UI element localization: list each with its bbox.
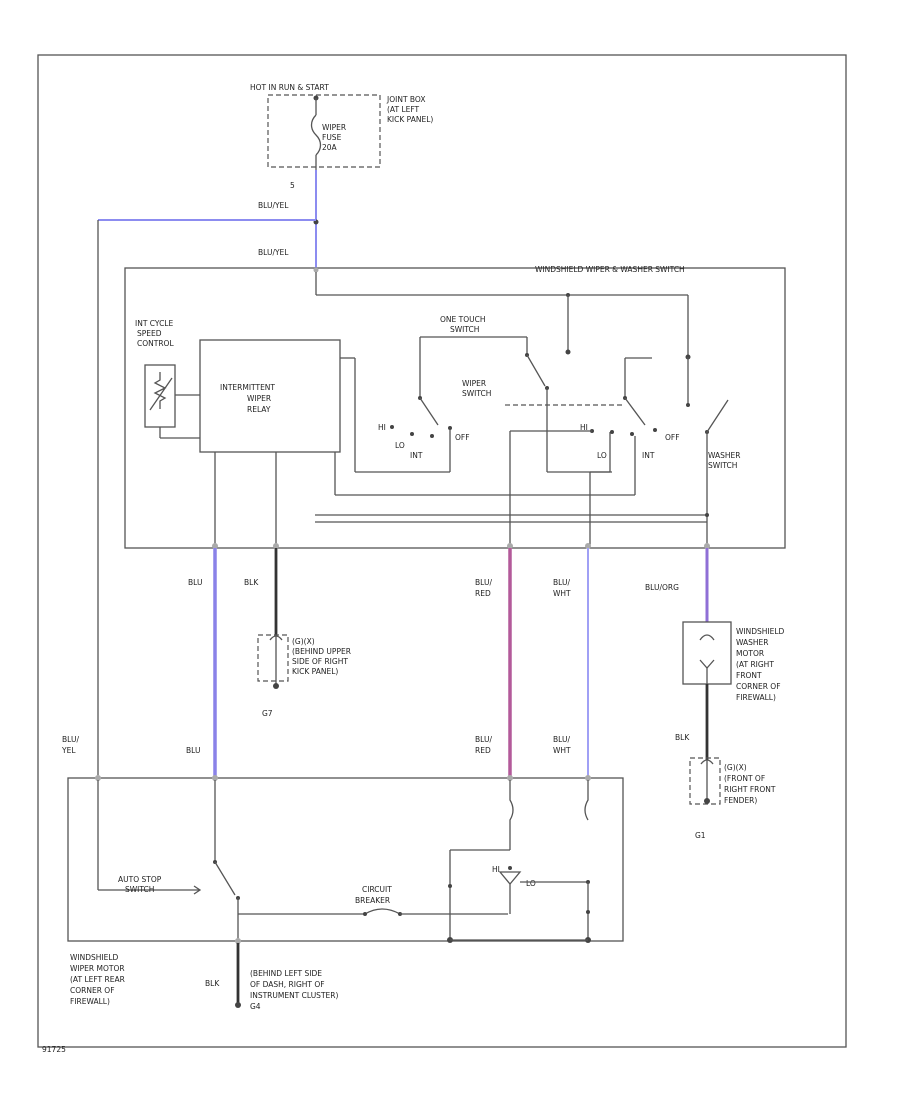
wiper-motor-box	[67, 777, 624, 942]
wire-label-blk-2: BLK	[675, 733, 690, 742]
washer-motor-label: WINDSHIELD WASHER MOTOR (AT RIGHT FRONT …	[736, 627, 787, 702]
int-label-2: INT	[642, 451, 655, 460]
one-touch-label: ONE TOUCH SWITCH	[440, 315, 488, 334]
hot-in-label: HOT IN RUN & START	[250, 83, 329, 92]
off-label-1: OFF	[455, 433, 470, 442]
ground-g7-id: G7	[262, 709, 273, 718]
int-cycle-label: INT CYCLE SPEED CONTROL	[135, 319, 176, 348]
fuse-icon	[310, 114, 322, 156]
washer-motor-icon	[699, 634, 715, 641]
hi-label-motor: HI	[492, 865, 500, 874]
switch-title: WINDSHIELD WIPER & WASHER SWITCH	[535, 265, 685, 274]
wire-label-blu-1: BLU	[188, 578, 202, 587]
circuit-breaker-label: CIRCUIT BREAKER	[355, 885, 394, 905]
auto-stop-switch-blade	[214, 861, 236, 896]
wire-label-blu-2: BLU	[186, 746, 200, 755]
wire-label-blu-red-1: BLU/ RED	[475, 578, 494, 598]
wiper-switch-blade-1	[419, 397, 439, 426]
diagram-frame	[37, 54, 847, 1048]
ground-g1-box	[689, 757, 721, 805]
washer-switch-label: WASHER SWITCH	[708, 451, 743, 470]
wire-label-blu-wht-2: BLU/ WHT	[553, 735, 572, 755]
wiper-motor-brush-icon	[498, 871, 522, 886]
wire-label-blu-yel-2: BLU/YEL	[258, 248, 289, 257]
ground-g4-label: (BEHIND LEFT SIDE OF DASH, RIGHT OF INST…	[250, 969, 341, 1011]
auto-stop-label: AUTO STOP SWITCH	[118, 875, 164, 894]
wire-label-blu-yel-3: BLU/ YEL	[61, 735, 81, 755]
wire-label-blu-yel-1: BLU/YEL	[258, 201, 289, 210]
fuse-pin-label: 5	[290, 181, 295, 190]
ground-g7-box	[257, 634, 289, 682]
hi-label-2: HI	[580, 423, 588, 432]
wire-label-blu-red-2: BLU/ RED	[475, 735, 494, 755]
auto-stop-arrow	[98, 885, 202, 895]
wire-label-blu-org: BLU/ORG	[645, 583, 679, 592]
intermittent-wiper-relay	[199, 339, 341, 453]
circuit-breaker-icon	[364, 908, 401, 915]
fuse-label: WIPER FUSE 20A	[322, 123, 349, 152]
lo-label-1: LO	[395, 441, 405, 450]
off-label-2: OFF	[665, 433, 680, 442]
int-label-1: INT	[410, 451, 423, 460]
joint-box-label: JOINT BOX (AT LEFT KICK PANEL)	[386, 95, 433, 124]
joint-box	[267, 94, 381, 168]
wire-label-blu-wht-1: BLU/ WHT	[553, 578, 572, 598]
wiper-motor-label: WINDSHIELD WIPER MOTOR (AT LEFT REAR COR…	[70, 953, 127, 1006]
ground-g1-id: G1	[695, 831, 706, 840]
washer-switch-blade	[706, 399, 729, 433]
lo-label-2: LO	[597, 451, 607, 460]
ground-g4-icon	[235, 1002, 241, 1008]
variable-resistor-icon	[149, 372, 173, 411]
figure-id: 91725	[42, 1045, 66, 1054]
relay-label: INTERMITTENT WIPER RELAY	[220, 383, 277, 414]
one-touch-switch-blade	[526, 354, 546, 387]
wire-label-blk-3: BLK	[205, 979, 220, 988]
hi-label-1: HI	[378, 423, 386, 432]
wiper-switch-label: WIPER SWITCH	[462, 379, 491, 398]
wiper-switch-blade-2	[624, 397, 646, 426]
wiper-washer-switch-box	[124, 267, 786, 549]
ground-g1-label: (G)(X) (FRONT OF RIGHT FRONT FENDER)	[724, 763, 778, 805]
lo-label-motor: LO	[526, 879, 536, 888]
ground-g7-label: (G)(X) (BEHIND UPPER SIDE OF RIGHT KICK …	[292, 637, 353, 676]
wire-label-blk-1: BLK	[244, 578, 259, 587]
